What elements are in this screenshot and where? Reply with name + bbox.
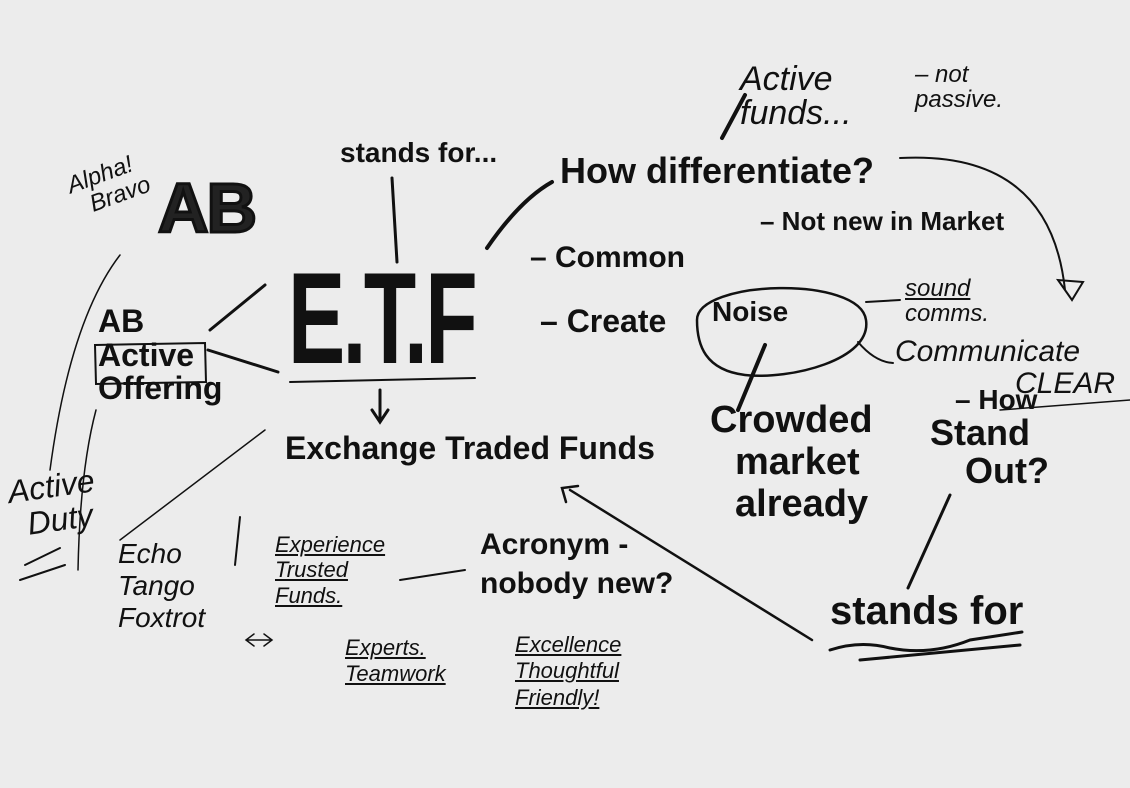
noise-ellipse	[695, 286, 868, 377]
echo-label: Echo	[118, 538, 182, 569]
comms-label: comms.	[905, 300, 989, 328]
out-label: Out?	[965, 450, 1049, 492]
trusted-label: Trusted	[275, 557, 348, 583]
line-etf-to-active	[206, 348, 280, 374]
nobody-new-label: nobody new?	[480, 567, 674, 600]
echo-tango-foxtrot: Echo Tango Foxtrot	[118, 538, 205, 635]
common: – Common	[530, 241, 686, 274]
line-ab-to-active-duty	[77, 409, 97, 571]
line-etf-to-ab-logo	[208, 283, 267, 332]
exchange-traded-funds: Exchange Traded Funds	[285, 430, 655, 466]
crowded-market: Crowded market already	[710, 399, 873, 525]
line-alpha-to-active-duty	[49, 254, 121, 471]
line-noise-to-communicate	[857, 341, 894, 364]
offering-label: Offering	[98, 370, 223, 407]
line-noise-to-sound	[865, 299, 901, 303]
foxtrot-label: Foxtrot	[118, 602, 206, 634]
communicate-clear: Communicate CLEAR	[895, 336, 1115, 399]
sound-label: sound	[905, 275, 971, 302]
line-etf-to-echo	[119, 429, 266, 541]
active-duty: Active Duty	[5, 462, 102, 543]
excellence-label: Excellence	[515, 632, 622, 657]
line-trusted-to-acronym	[399, 569, 466, 581]
stands-for-top: stands for...	[340, 137, 498, 168]
funds-label: Funds.	[275, 582, 343, 608]
arrow-etf-to-expansion	[370, 388, 390, 425]
arrow-differentiate-to-clear	[899, 156, 1085, 302]
create: – Create	[540, 303, 667, 339]
noise: Noise	[712, 296, 789, 327]
how-stand-out: – How Stand Out?	[895, 385, 1049, 490]
experts-label: Experts.	[345, 635, 426, 660]
friendly-label: Friendly!	[515, 684, 600, 710]
line-active-funds	[720, 93, 747, 140]
ab-active-box	[93, 341, 208, 386]
market-label: market	[735, 440, 860, 483]
how-differentiate: How differentiate?	[560, 150, 875, 191]
stands-for-bottom: stands for	[830, 589, 1024, 633]
already-label: already	[735, 482, 869, 525]
ab-logo: AB	[156, 169, 258, 247]
acronym-label: Acronym -	[480, 528, 629, 561]
stand-label: Stand	[930, 412, 1031, 454]
experience-label: Experience	[275, 532, 386, 557]
experts-teamwork: Experts. Teamwork	[345, 635, 446, 688]
active-label: Active	[98, 336, 195, 373]
teamwork-label: Teamwork	[345, 661, 446, 687]
divider-stroke	[234, 516, 241, 566]
communicate-label: Communicate	[895, 335, 1081, 368]
arrow-standsfor-to-funds	[560, 484, 814, 642]
not-new-in-market: – Not new in Market	[760, 206, 1005, 236]
ab-active-offering: AB Active Offering	[98, 303, 223, 407]
crowded-label: Crowded	[710, 399, 873, 441]
acronym-nobody-new: Acronym - nobody new?	[480, 525, 673, 603]
how-label: – How	[955, 384, 1038, 415]
sound-comms: sound comms.	[905, 275, 989, 328]
experience-trusted-funds: Experience Trusted Funds.	[275, 532, 385, 608]
etf-underline	[289, 377, 476, 383]
clear-label: CLEAR	[1015, 366, 1116, 400]
line-standout-to-standsfor	[906, 493, 952, 590]
line-clear-underline	[999, 399, 1130, 411]
active-funds: Active funds...	[740, 60, 852, 132]
active-duty-underline	[19, 547, 66, 581]
etf-center: E.T.F	[288, 245, 478, 391]
ab-label: AB	[98, 303, 145, 339]
line-stands-for-to-etf	[390, 176, 399, 264]
standsfor-squiggle	[828, 630, 1024, 662]
line-etf-to-differentiate	[485, 180, 554, 250]
tango-label: Tango	[118, 570, 195, 602]
line-noise-to-crowded	[736, 343, 767, 412]
thoughtful-label: Thoughtful	[515, 658, 619, 684]
not-passive: – not passive.	[915, 61, 1004, 114]
double-arrow-icon	[244, 633, 274, 647]
excellence-thoughtful-friendly: Excellence Thoughtful Friendly!	[515, 632, 621, 711]
